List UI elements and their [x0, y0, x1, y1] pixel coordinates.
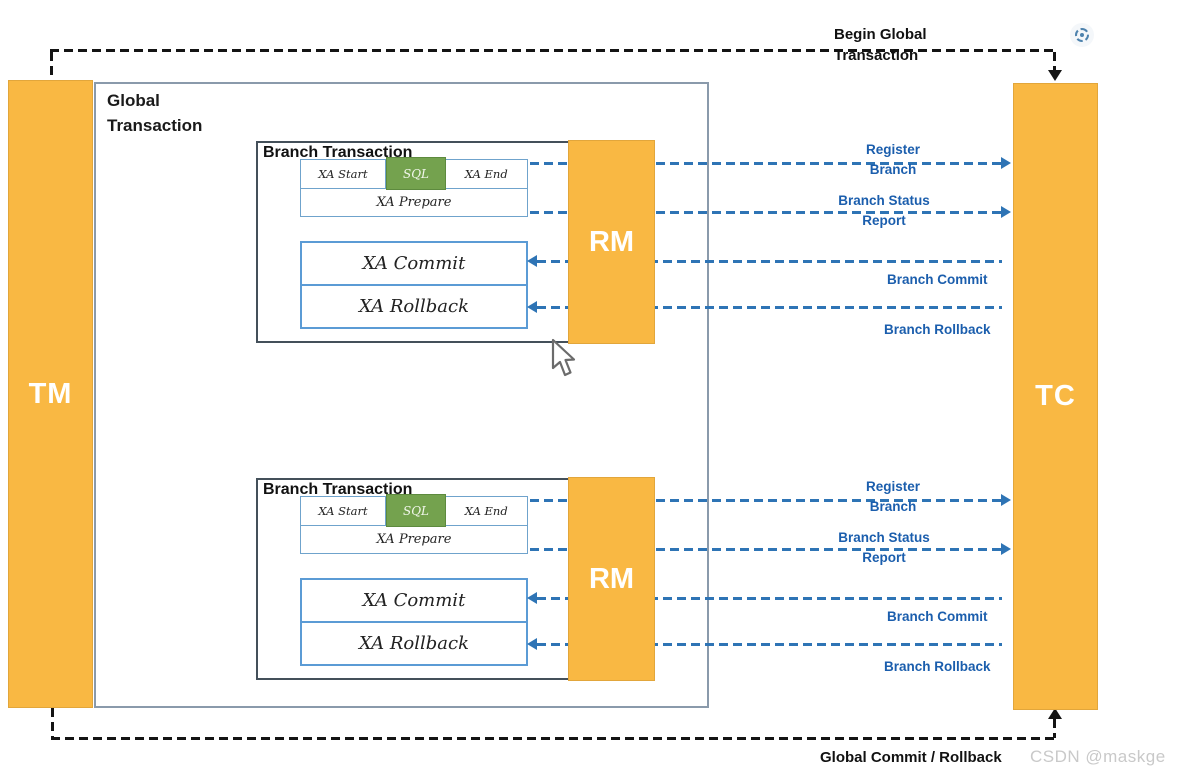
- xa-phase1-box: XA Start SQL XA End XA Prepare: [300, 157, 528, 217]
- sql-cell: SQL: [386, 157, 446, 190]
- global-transaction-label: Global Transaction: [107, 91, 203, 135]
- xa-phase1-box: XA Start SQL XA End XA Prepare: [300, 494, 528, 554]
- branch-rollback-arrow: [537, 306, 1002, 309]
- register-branch-arrow: [530, 162, 1002, 165]
- begin-global-transaction-label: Begin Global Transaction: [834, 26, 927, 64]
- arrow-head-right-icon: [1001, 157, 1011, 169]
- branch-commit-label: Branch Commit: [887, 609, 988, 624]
- branch-status-arrow: [530, 548, 1002, 551]
- arrow-head-left-icon: [527, 301, 537, 313]
- xa-commit-box: XA Commit: [300, 578, 528, 623]
- branch-rollback-label: Branch Rollback: [884, 659, 991, 674]
- mouse-pointer-icon: [551, 338, 576, 377]
- global-transaction-box: [94, 82, 709, 708]
- arrow-head-right-icon: [1001, 494, 1011, 506]
- arrow-head-right-icon: [1001, 206, 1011, 218]
- xa-prepare-cell: XA Prepare: [301, 525, 527, 553]
- global-commit-rollback-label: Global Commit / Rollback: [820, 749, 1002, 766]
- rm-label: RM: [588, 225, 635, 258]
- xa-start-sql-end-row: XA Start SQL XA End: [301, 494, 528, 527]
- branch-transaction-group-2: Branch Transaction XA Start SQL XA End X…: [0, 477, 1197, 687]
- branch-transaction-label: Branch Transaction: [263, 481, 413, 498]
- register-branch-label: Register Branch: [865, 479, 921, 514]
- begin-arrow-segment-vertical-right: [1053, 52, 1056, 72]
- begin-arrow-segment-vertical-left: [50, 52, 53, 80]
- commit-arrow-segment-vertical-right: [1053, 719, 1056, 738]
- register-branch-label: Register Branch: [865, 142, 921, 177]
- xa-start-sql-end-row: XA Start SQL XA End: [301, 157, 528, 190]
- arrow-head-left-icon: [527, 638, 537, 650]
- tc-node: TC: [1013, 83, 1098, 710]
- xa-commit-box: XA Commit: [300, 241, 528, 286]
- xa-end-cell: XA End: [444, 497, 528, 525]
- arrow-head-left-icon: [527, 592, 537, 604]
- commit-arrow-head-up-icon: [1048, 708, 1062, 719]
- branch-status-report-label: Branch Status Report: [838, 530, 930, 565]
- rm-node: RM: [568, 140, 655, 344]
- branch-commit-label: Branch Commit: [887, 272, 988, 287]
- xa-start-cell: XA Start: [301, 160, 386, 188]
- arrow-head-right-icon: [1001, 543, 1011, 555]
- tc-label: TC: [1035, 380, 1076, 412]
- branch-commit-arrow: [537, 260, 1002, 263]
- commit-arrow-segment-horizontal: [51, 737, 1057, 740]
- register-branch-arrow: [530, 499, 1002, 502]
- branch-rollback-label: Branch Rollback: [884, 322, 991, 337]
- tm-node: TM: [8, 80, 93, 708]
- branch-status-arrow: [530, 211, 1002, 214]
- branch-commit-arrow: [537, 597, 1002, 600]
- xa-rollback-box: XA Rollback: [300, 284, 528, 329]
- begin-arrow-segment-horizontal: [50, 49, 1056, 52]
- csdn-watermark: CSDN @maskge: [1030, 747, 1166, 766]
- sync-spinner-ring: [1075, 28, 1089, 42]
- begin-arrow-head-down-icon: [1048, 70, 1062, 81]
- tm-label: TM: [28, 377, 73, 410]
- rm-node: RM: [568, 477, 655, 681]
- branch-transaction-group-1: Branch Transaction XA Start SQL XA End X…: [0, 140, 1197, 350]
- branch-status-report-label: Branch Status Report: [838, 193, 930, 228]
- branch-rollback-arrow: [537, 643, 1002, 646]
- sync-spinner-icon: [1070, 23, 1094, 47]
- xa-rollback-box: XA Rollback: [300, 621, 528, 666]
- rm-label: RM: [588, 562, 635, 595]
- branch-transaction-label: Branch Transaction: [263, 144, 413, 161]
- xa-start-cell: XA Start: [301, 497, 386, 525]
- xa-prepare-cell: XA Prepare: [301, 188, 527, 216]
- commit-arrow-segment-vertical-left: [51, 708, 54, 739]
- sql-cell: SQL: [386, 494, 446, 527]
- xa-end-cell: XA End: [444, 160, 528, 188]
- arrow-head-left-icon: [527, 255, 537, 267]
